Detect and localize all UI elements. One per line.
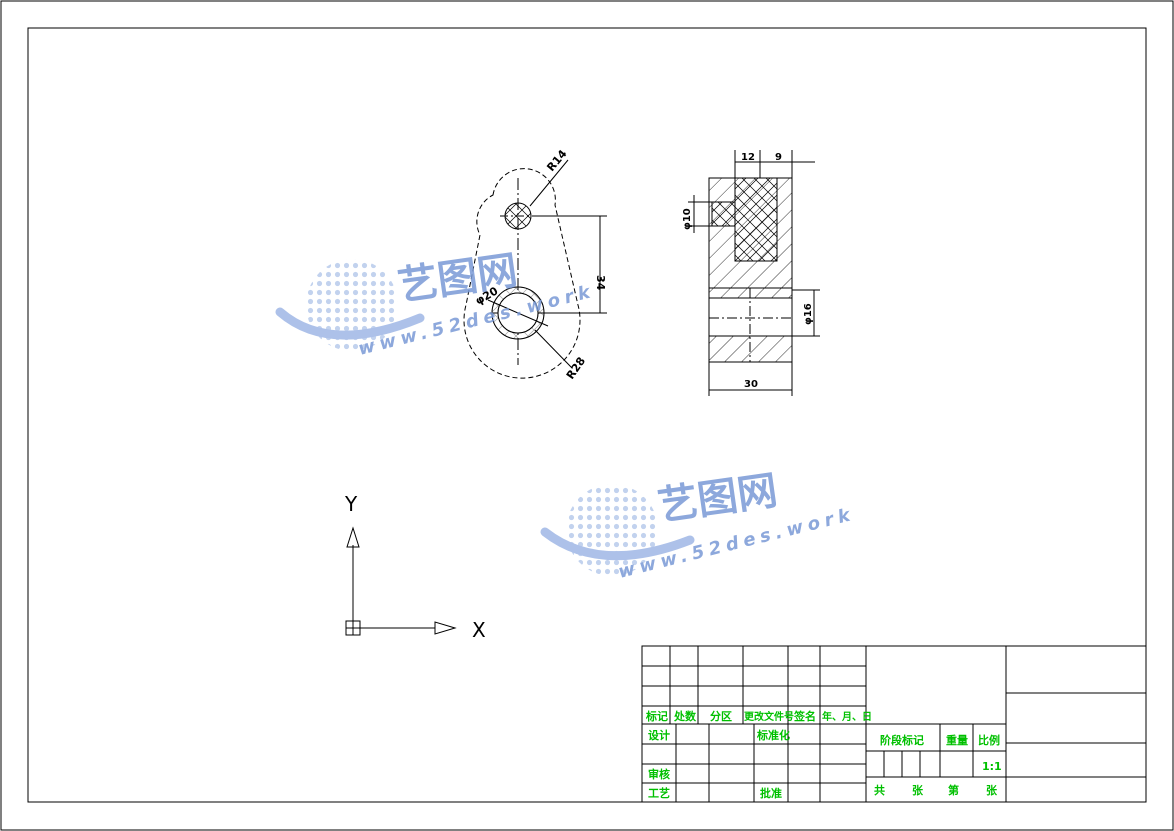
- tb-standardization: 标准化: [756, 728, 790, 742]
- front-outline: [463, 168, 581, 379]
- tb-scale-label: 比例: [978, 733, 1000, 747]
- dim-r14: R14: [544, 147, 569, 174]
- tb-mark: 标记: [645, 709, 668, 723]
- tb-sheets: 张: [912, 783, 924, 797]
- tb-approve: 批准: [760, 786, 782, 800]
- ucs-x-arrow: [434, 621, 457, 635]
- ucs-icon: [345, 526, 457, 636]
- title-block-labels: 标记 处数 分区 更改文件号 签名 年、月、日 设计 标准化 阶段标记 重量 比…: [645, 709, 1002, 800]
- small-hole: [504, 202, 532, 230]
- dim-12: 12: [741, 152, 755, 163]
- ucs-y-label: Y: [344, 492, 358, 516]
- dim-r14-leader: [529, 159, 569, 207]
- tb-weight: 重量: [946, 733, 968, 747]
- dim-d10: φ10: [682, 208, 693, 230]
- tb-scale-value: 1:1: [982, 760, 1002, 773]
- dim-d16: φ16: [803, 303, 814, 325]
- tb-date: 年、月、日: [822, 710, 872, 723]
- side-insert: [734, 177, 778, 262]
- dim-r28-leader: [534, 329, 573, 369]
- tb-process: 工艺: [648, 786, 670, 800]
- side-view: [688, 150, 820, 396]
- tb-change-doc: 更改文件号: [744, 710, 794, 723]
- title-block: [641, 645, 1147, 803]
- tb-stage-mark: 阶段标记: [880, 733, 924, 747]
- inner-frame: [27, 27, 1147, 803]
- watermark-brand: 艺图网: [655, 468, 780, 530]
- tb-sheet: 张: [986, 783, 998, 797]
- tb-zone: 分区: [710, 709, 732, 723]
- tb-nth: 第: [948, 783, 959, 797]
- dim-d20-leader: [487, 299, 549, 327]
- dim-30: 30: [744, 379, 758, 390]
- front-view: [463, 159, 607, 379]
- ucs-y-arrow: [346, 526, 360, 548]
- tb-signature: 签名: [793, 709, 816, 723]
- tb-design: 设计: [648, 728, 670, 742]
- dim-9: 9: [775, 152, 782, 163]
- dim-34: 34: [594, 275, 607, 291]
- watermark-1: 艺图网 www.52des.work: [275, 248, 597, 360]
- watermark-2: 艺图网 www.52des.work: [540, 468, 857, 583]
- tb-review: 审核: [648, 767, 670, 781]
- tb-total: 共: [874, 783, 885, 797]
- tb-count: 处数: [673, 709, 697, 723]
- ucs-x-label: X: [472, 618, 486, 642]
- dim-r28: R28: [564, 355, 588, 382]
